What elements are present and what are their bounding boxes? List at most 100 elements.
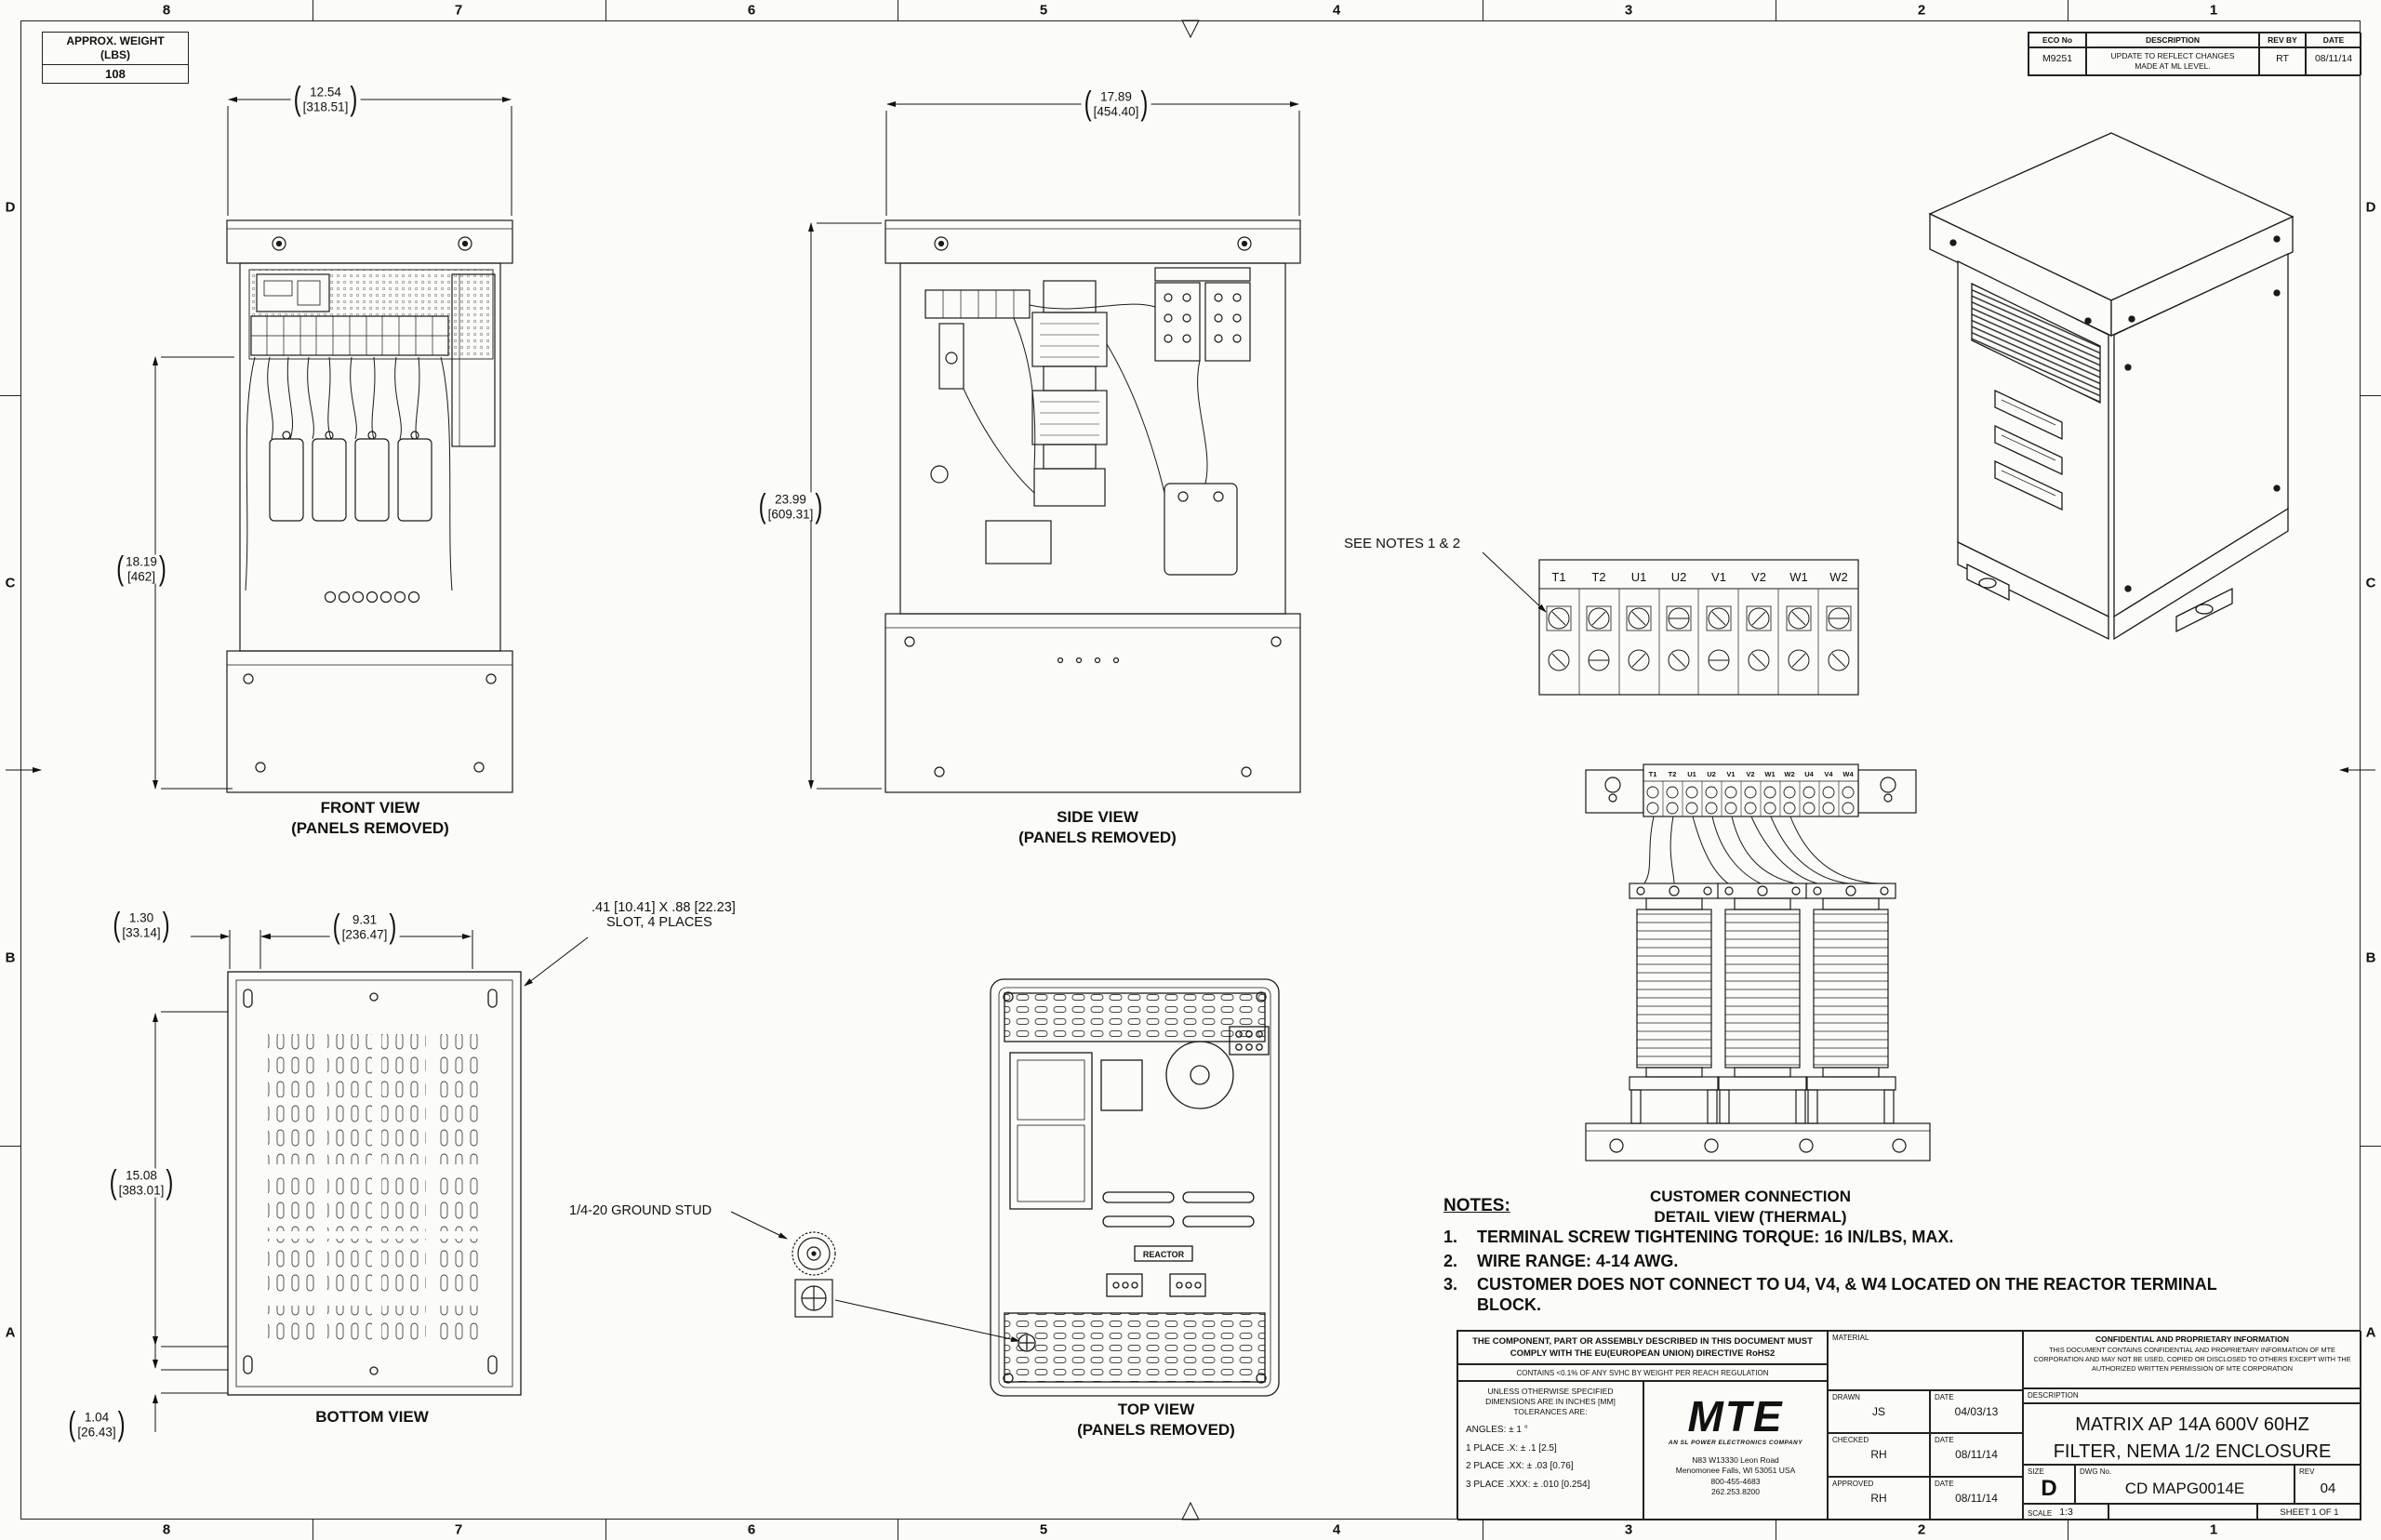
zone-tick [605,0,606,20]
dim-inches: 1.30 [128,910,154,925]
tol-place3: 3 PLACE .XXX: ± .010 [0.254] [1466,1479,1590,1490]
zone-col-bottom: 8 [162,1521,171,1538]
drawing-title: MATRIX AP 14A 600V 60HZ FILTER, NEMA 1/2… [2023,1403,2361,1465]
approved-label: APPROVED [1832,1480,1874,1488]
zone-tick [605,1520,606,1540]
dim-front-width: ( 12.54[318.51] ) [290,80,361,118]
weight-label-line2: (LBS) [100,48,130,61]
dim-paren: ( [68,1405,76,1443]
detail-view-label: CUSTOMER CONNECTION DETAIL VIEW (THERMAL… [1650,1187,1851,1228]
side-view-subtitle: (PANELS REMOVED) [1018,829,1177,847]
zone-row-right: B [2365,949,2376,966]
dim-paren: ( [1084,85,1092,123]
sheet-cell: SHEET 1 OF 1 [2257,1504,2361,1520]
dim-side-height: ( 23.99[609.31] ) [755,487,826,525]
reactor-label: REACTOR [1143,1250,1185,1259]
zone-tick [0,395,20,396]
top-view-drawing: REACTOR [990,978,1280,1397]
reactor-terminal-label: U1 [1687,770,1696,778]
drawing-title-line1: MATRIX AP 14A 600V 60HZ [2075,1414,2309,1435]
notes-heading: NOTES: [1443,1196,1510,1215]
zone-col-bottom: 5 [1039,1521,1048,1538]
bottom-view-drawing [227,971,522,1396]
reactor-terminal-label: V2 [1746,770,1754,778]
terminal-label: V1 [1711,570,1726,584]
note-number: 3. [1443,1275,1458,1294]
terminal-label: W2 [1829,570,1848,584]
compliance-statement: THE COMPONENT, PART OR ASSEMBLY DESCRIBE… [1457,1331,1828,1364]
dim-inches: 17.89 [1100,89,1132,104]
front-view-label: FRONT VIEW (PANELS REMOVED) [291,798,449,839]
terminal-label: U1 [1631,570,1647,584]
mte-address: N83 W13330 Leon Road Menomonee Falls, WI… [1644,1455,1827,1498]
approved-date-value: 08/11/14 [1955,1492,1998,1505]
zone-col-top: 8 [162,2,171,19]
dim-bottom-edge2-offset: ( 1.04[26.43] ) [65,1405,128,1443]
title-block-spacer [2108,1504,2257,1520]
dim-paren: ) [815,487,823,525]
zone-row-right: C [2365,575,2376,591]
size-value: D [2041,1476,2057,1501]
side-view-label: SIDE VIEW (PANELS REMOVED) [1018,807,1177,848]
note-text: TERMINAL SCREW TIGHTENING TORQUE: 16 IN/… [1477,1228,1954,1246]
drawn-cell: DRAWN JS [1828,1390,1930,1433]
checked-cell: CHECKED RH [1828,1433,1930,1477]
confidential-title: CONFIDENTIAL AND PROPRIETARY INFORMATION [2095,1334,2289,1344]
mte-address-line2: Menomonee Falls, WI 53051 USA [1675,1466,1796,1476]
zone-row-left: D [5,199,16,216]
zone-row-left: A [5,1324,16,1341]
dim-mm: [33.14] [122,925,161,939]
note-item: 1. TERMINAL SCREW TIGHTENING TORQUE: 16 … [1443,1228,2355,1248]
zone-col-bottom: 2 [1917,1521,1926,1538]
bottom-view-title: BOTTOM VIEW [315,1408,429,1426]
top-view-title: TOP VIEW [1117,1401,1195,1418]
zone-tick [2361,1146,2381,1147]
ground-stud-callout: 1/4-20 GROUND STUD [569,1203,712,1218]
dim-paren: ( [109,1163,117,1201]
see-notes-callout: SEE NOTES 1 & 2 [1344,536,1461,551]
scale-value: 1:3 [2059,1507,2073,1518]
eco-desc-line1: UPDATE TO REFLECT CHANGES [2110,51,2235,60]
title-block: THE COMPONENT, PART OR ASSEMBLY DESCRIBE… [1457,1330,2361,1520]
reach-statement: CONTAINS <0.1% OF ANY SVHC BY WEIGHT PER… [1457,1364,1828,1381]
drawn-label: DRAWN [1832,1393,1860,1401]
top-view-subtitle: (PANELS REMOVED) [1077,1421,1235,1440]
zone-col-bottom: 3 [1624,1521,1633,1538]
dwg-no-cell: DWG No. CD MAPG0014E [2075,1465,2295,1504]
slot-callout-line1: .41 [10.41] X .88 [22.23] [592,900,736,915]
dim-inches: 12.54 [310,85,341,100]
eco-date: 08/11/14 [2306,47,2361,76]
mte-address-line4: 262.253.8200 [1711,1487,1760,1497]
zone-col-top: 6 [747,2,756,19]
dim-bottom-height: ( 15.08[383.01] ) [106,1163,177,1201]
size-cell: SIZE D [2023,1465,2075,1504]
mte-tagline: AN SL POWER ELECTRONICS COMPANY [1668,1440,1803,1446]
tol-line1: UNLESS OTHERWISE SPECIFIED [1487,1387,1614,1396]
dim-paren: ( [113,906,121,944]
zone-tick [0,1146,20,1147]
note-number: 1. [1443,1228,1458,1246]
note-text: WIRE RANGE: 4-14 AWG. [1477,1251,1679,1270]
drawn-date-value: 04/03/13 [1954,1405,1999,1418]
side-view-title: SIDE VIEW [1057,808,1138,826]
drawn-date-cell: DATE 04/03/13 [1930,1390,2023,1433]
mte-address-line1: N83 W13330 Leon Road [1692,1455,1779,1465]
scale-cell: SCALE 1:3 [2023,1504,2108,1520]
description-label-cell: DESCRIPTION [2023,1388,2361,1403]
date-label: DATE [1935,1436,1954,1444]
scale-label: SCALE [2028,1508,2053,1518]
note-text: CUSTOMER DOES NOT CONNECT TO U4, V4, & W… [1477,1275,2217,1314]
approved-date-cell: DATE 08/11/14 [1930,1477,2023,1520]
reactor-terminal-label: V1 [1726,770,1735,778]
dim-mm: [454.40] [1093,104,1139,118]
zone-row-right: D [2365,199,2376,216]
material-cell: MATERIAL [1828,1331,2023,1390]
reactor-terminal-label: W1 [1764,770,1775,778]
approved-value: RH [1870,1492,1887,1505]
dim-paren: ( [293,80,301,118]
checked-label: CHECKED [1832,1436,1869,1444]
mte-address-line3: 800-455-4683 [1710,1476,1761,1486]
eco-header-rev: REV BY [2259,33,2306,47]
notes-block: NOTES: 1. TERMINAL SCREW TIGHTENING TORQ… [1443,1196,2355,1319]
slot-callout: .41 [10.41] X .88 [22.23] SLOT, 4 PLACES [592,900,736,930]
